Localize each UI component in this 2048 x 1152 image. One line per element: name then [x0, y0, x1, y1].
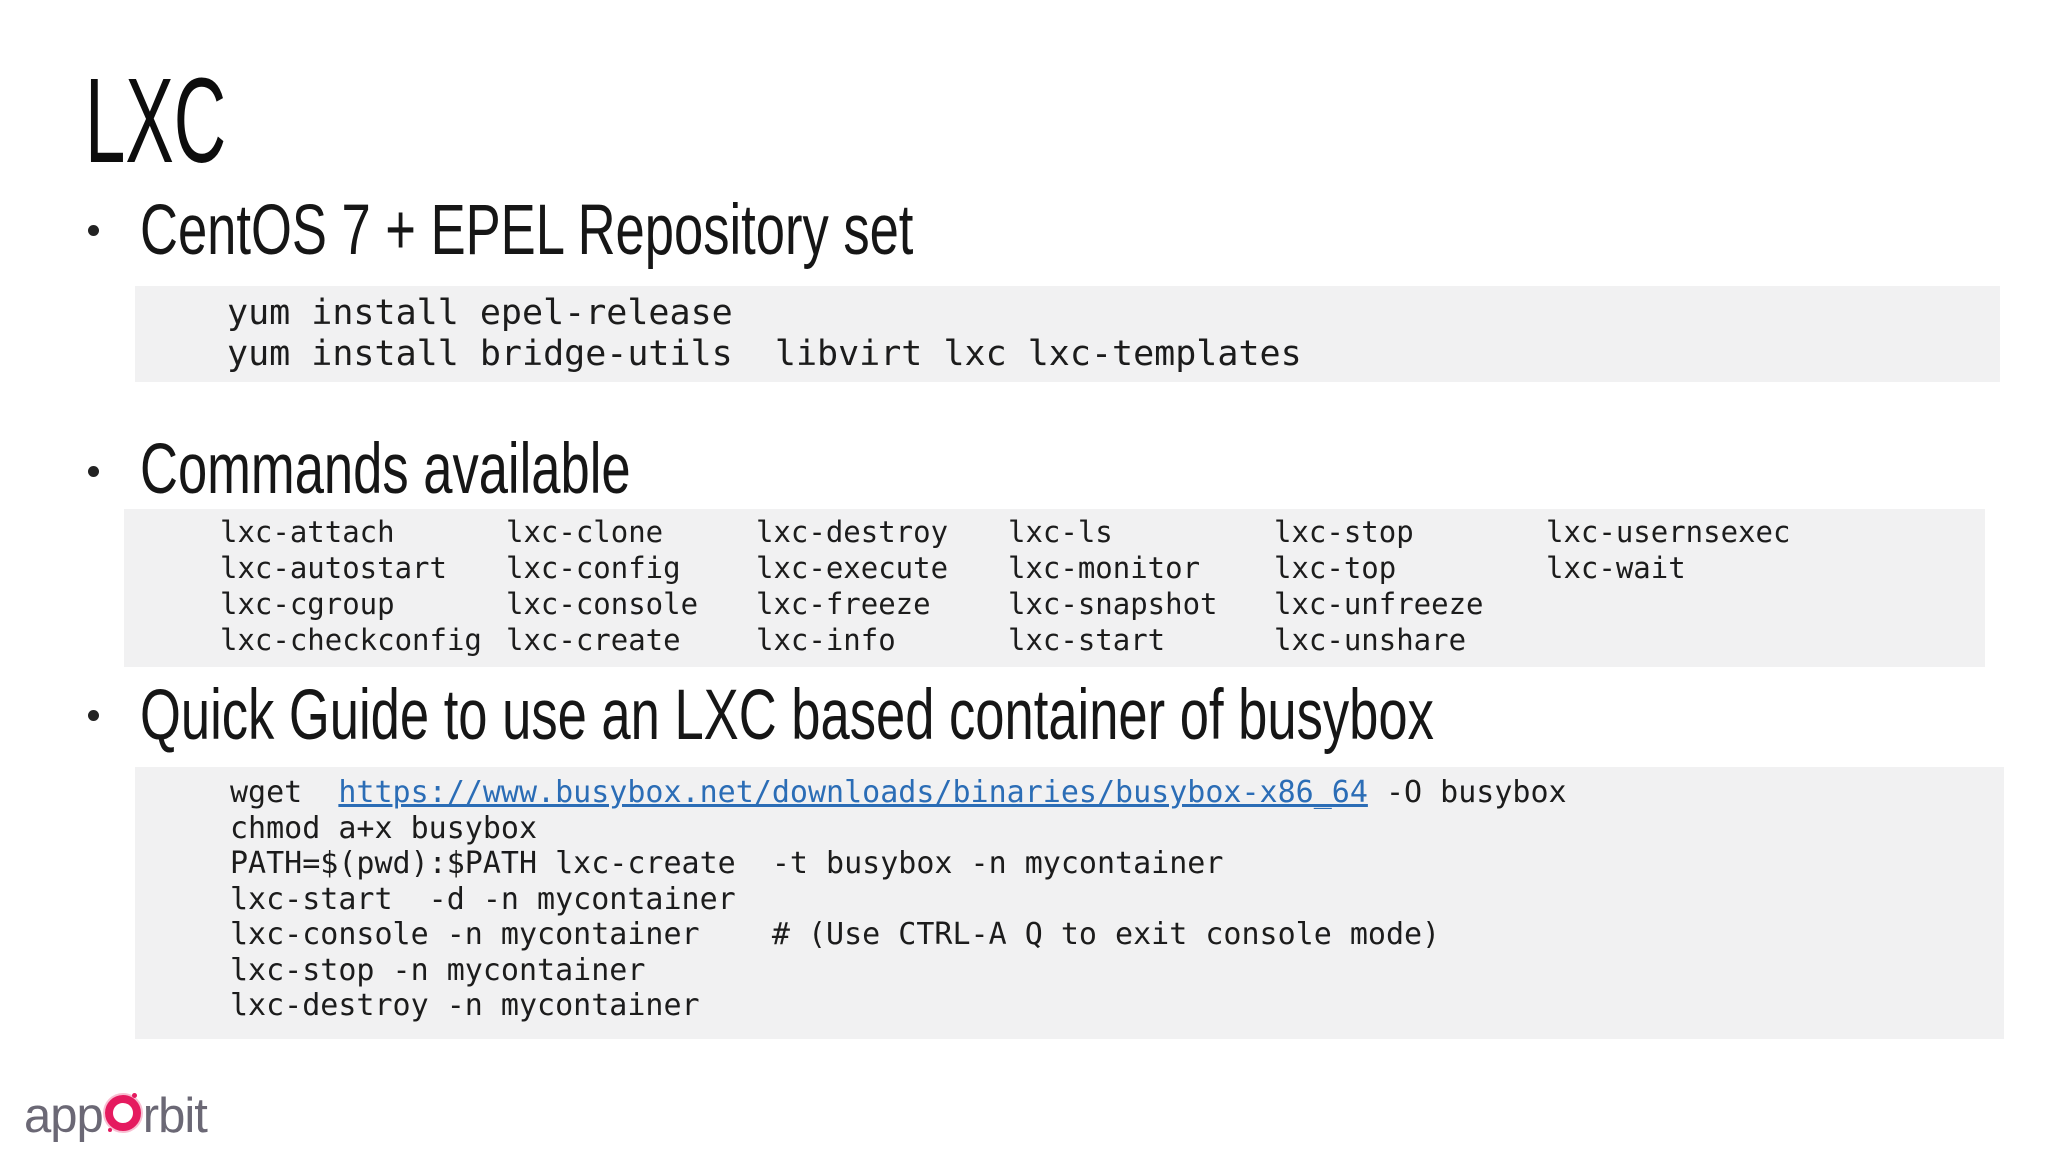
command-name: lxc-top — [1274, 551, 1397, 585]
wget-suffix: -O busybox — [1367, 775, 1567, 810]
busybox-download-link[interactable]: https://www.busybox.net/downloads/binari… — [338, 775, 1368, 810]
command-name: lxc-snapshot — [1008, 587, 1218, 621]
code-line-wget: wget https://www.busybox.net/downloads/b… — [135, 775, 2004, 811]
bullet-icon — [88, 466, 99, 477]
command-name: lxc-checkconfig — [220, 623, 482, 657]
command-name: lxc-console — [506, 587, 699, 621]
command-name: lxc-unshare — [1274, 623, 1467, 657]
command-name: lxc-wait — [1546, 551, 1686, 585]
code-line: lxc-console -n mycontainer # (Use CTRL-A… — [230, 917, 1441, 952]
heading-repo: CentOS 7 + EPEL Repository set — [140, 191, 914, 270]
code-line: lxc-destroy -n mycontainer — [230, 988, 700, 1023]
code-line: PATH=$(pwd):$PATH lxc-create -t busybox … — [230, 846, 1224, 881]
code-line: lxc-start -d -n mycontainer — [230, 881, 736, 917]
bullet-icon — [88, 225, 99, 236]
command-name — [1546, 586, 1985, 622]
command-name: lxc-create — [506, 623, 681, 657]
command-name: lxc-start — [1008, 623, 1166, 657]
orbit-ring-icon — [104, 1093, 141, 1132]
command-name: lxc-cgroup — [220, 587, 395, 621]
code-line: chmod a+x busybox — [230, 810, 538, 846]
command-row: lxc-attach lxc-clone lxc-destroy lxc-ls … — [220, 514, 1985, 550]
page-title: LXC — [85, 52, 227, 188]
heading-commands: Commands available — [140, 430, 631, 509]
logo-text-rbit: rbit — [142, 1089, 208, 1143]
heading-guide: Quick Guide to use an LXC based containe… — [140, 676, 1434, 755]
code-block-commands: lxc-attach lxc-clone lxc-destroy lxc-ls … — [124, 509, 1985, 667]
command-name: lxc-usernsexec — [1546, 515, 1791, 549]
command-row: lxc-autostart lxc-config lxc-execute lxc… — [220, 550, 1985, 586]
code-line: lxc-stop -n mycontainer — [230, 952, 646, 988]
code-block-repo: yum install epel-release yum install bri… — [135, 286, 2000, 382]
command-name: lxc-clone — [506, 515, 664, 549]
logo-text-app: app — [24, 1089, 104, 1143]
code-line: yum install epel-release — [227, 293, 733, 333]
command-name: lxc-destroy — [756, 515, 949, 549]
bullet-icon — [88, 710, 99, 721]
command-name: lxc-freeze — [756, 587, 931, 621]
code-block-guide: wget https://www.busybox.net/downloads/b… — [135, 767, 2004, 1039]
command-name: lxc-stop — [1274, 515, 1414, 549]
command-name: lxc-execute — [756, 551, 949, 585]
wget-prefix: wget — [230, 775, 339, 810]
command-name: lxc-monitor — [1008, 551, 1201, 585]
command-row: lxc-cgroup lxc-console lxc-freeze lxc-sn… — [220, 586, 1985, 622]
command-row: lxc-checkconfig lxc-create lxc-info lxc-… — [220, 622, 1985, 658]
command-name: lxc-autostart — [220, 551, 447, 585]
command-name: lxc-ls — [1008, 515, 1113, 549]
command-name — [1546, 622, 1985, 658]
code-line: yum install bridge-utils libvirt lxc lxc… — [227, 334, 1302, 374]
command-name: lxc-unfreeze — [1274, 587, 1484, 621]
command-name: lxc-info — [756, 623, 896, 657]
command-name: lxc-config — [506, 551, 681, 585]
command-name: lxc-attach — [220, 515, 395, 549]
apporbit-logo: app rbit — [24, 1088, 208, 1144]
